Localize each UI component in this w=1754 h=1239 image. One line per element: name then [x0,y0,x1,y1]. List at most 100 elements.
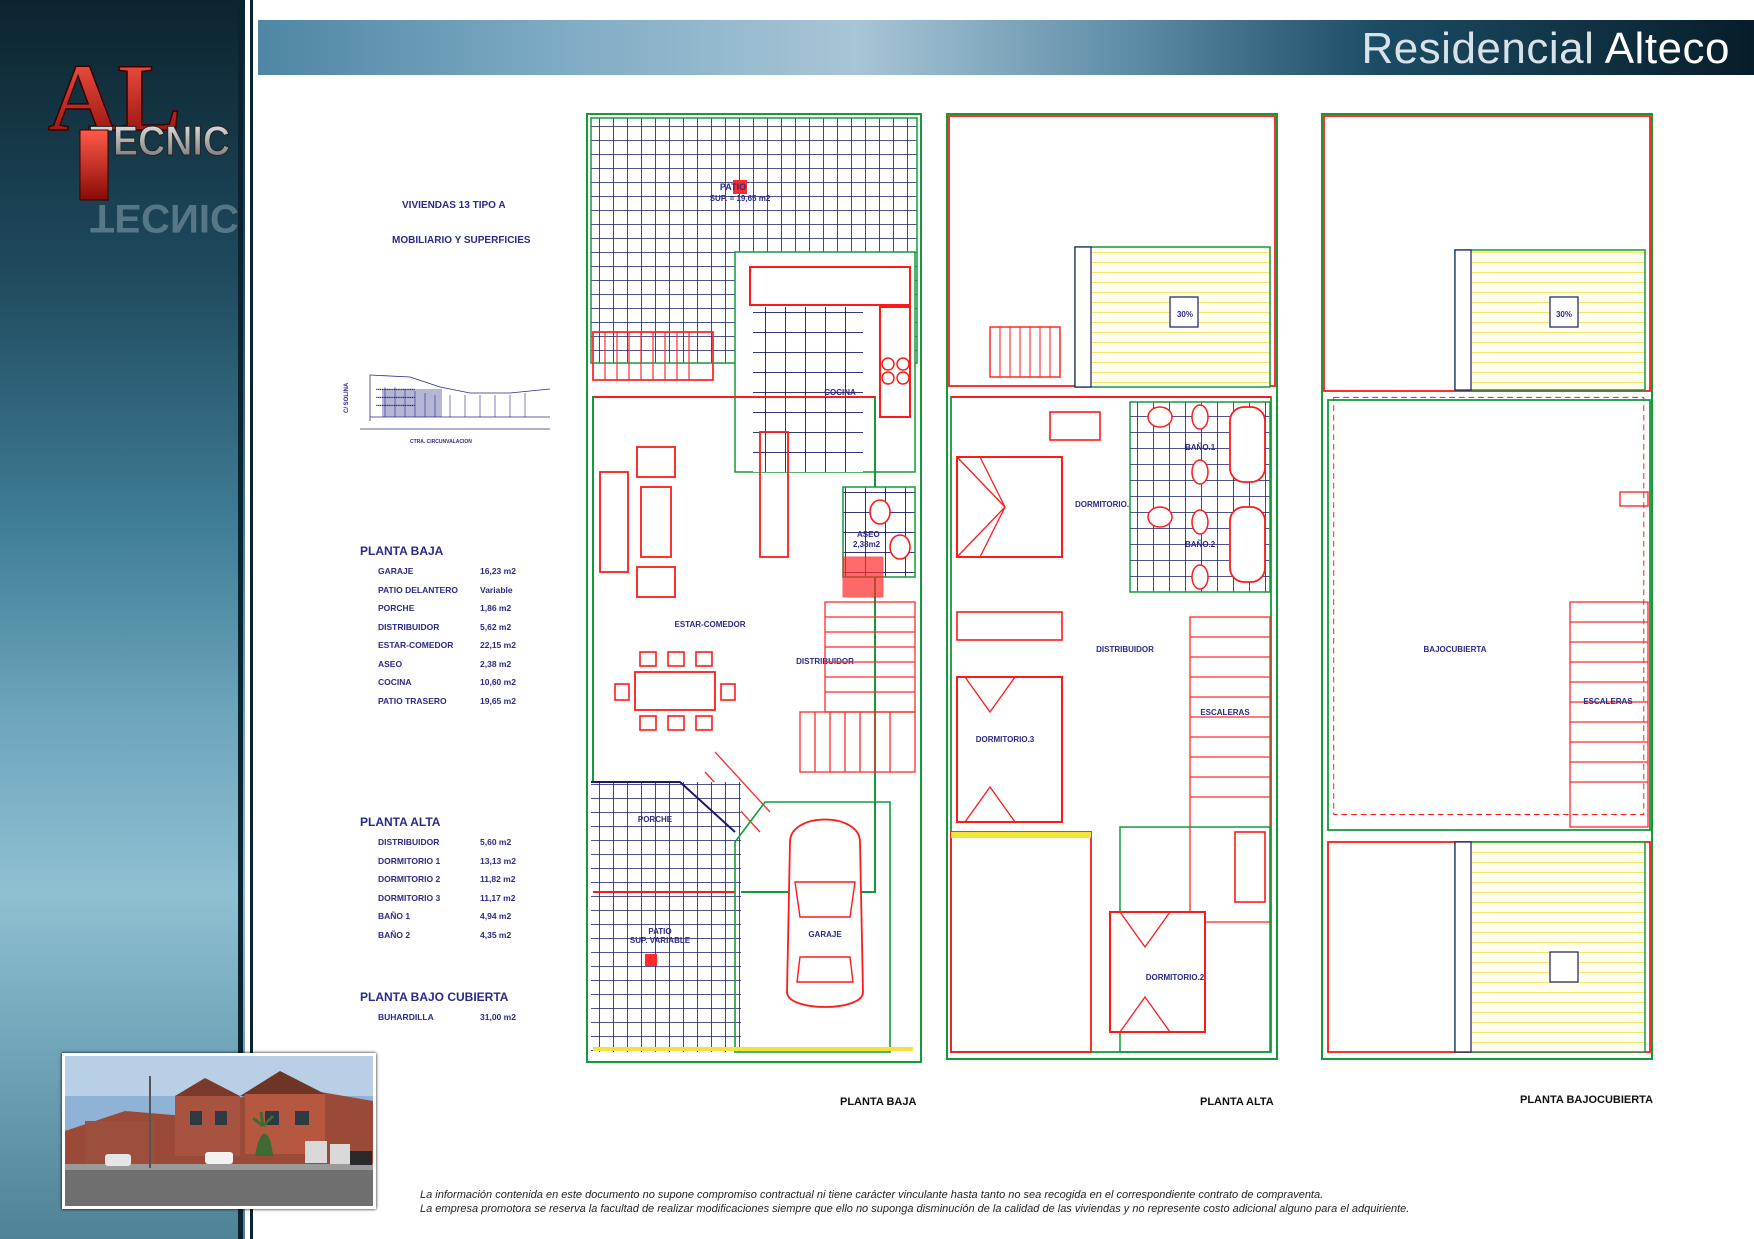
surface-value: 2,38 m2 [480,658,512,669]
label-bano1: BAÑO.1 [1185,443,1216,452]
label-slope-alta: 30% [1177,310,1193,319]
surface-value: 31,00 m2 [480,1012,516,1022]
surface-name: COCINA [378,677,412,687]
surface-table-planta-bajo-cubierta: BUHARDILLA 31,00 m2 [378,1012,528,1031]
surface-name: BAÑO 1 [378,911,411,921]
surface-name: DISTRIBUIDOR [378,621,440,632]
label-dormitorio2: DORMITORIO.2 [1146,973,1205,982]
surface-name: BUHARDILLA [378,1012,434,1022]
altecnic-logo: AL TECNIC TECNIC [47,43,239,240]
title-light: Residencial [1361,24,1595,73]
title-bold: Alteco [1604,24,1730,73]
surface-name: PATIO DELANTERO [378,584,458,595]
surface-value: 5,60 m2 [480,837,512,847]
surface-name: ASEO [378,658,403,669]
surface-row: DORMITORIO 1 13,13 m2 [378,856,528,875]
site-plan-sketch: ▪▪▪▪▪▪▪▪▪▪▪▪▪▪▪▪▪▪▪▪▪▪ ▪▪▪▪▪▪▪▪▪▪▪▪▪▪▪▪▪… [344,374,550,445]
surface-value: 22,15 m2 [480,640,516,650]
street-left-label: C/ SOLINA [344,382,350,413]
surface-value: 19,65 m2 [480,695,516,706]
svg-text:▪▪▪▪▪▪▪▪▪▪▪▪▪▪▪▪▪▪▪▪▪▪: ▪▪▪▪▪▪▪▪▪▪▪▪▪▪▪▪▪▪▪▪▪▪ [376,403,415,409]
section-title-planta-alta: PLANTA ALTA [360,815,441,829]
disclaimer-line-1: La información contenida en este documen… [420,1189,1324,1201]
label-bano2: BAÑO.2 [1185,540,1216,549]
surface-value: 4,35 m2 [480,929,512,940]
surface-value: 11,82 m2 [480,874,516,884]
svg-text:▪▪▪▪▪▪▪▪▪▪▪▪▪▪▪▪▪▪▪▪▪▪: ▪▪▪▪▪▪▪▪▪▪▪▪▪▪▪▪▪▪▪▪▪▪ [376,395,415,401]
street-bottom-label: CTRA. CIRCUNVALACION [410,439,472,445]
label-patio-bottom-sup: SUP. VARIABLE [630,936,691,945]
surface-row: DISTRIBUIDOR 5,60 m2 [378,837,528,856]
floor-plan-planta-bajocubierta: 30% BAJOCUBIERTA ESCALERAS [1321,113,1653,1060]
surface-row: GARAJE 16,23 m2 [378,566,528,585]
surface-value: 4,94 m2 [480,911,512,921]
label-porche: PORCHE [638,815,673,824]
surface-name: DORMITORIO 2 [378,874,441,884]
surface-row: BAÑO 1 4,94 m2 [378,911,528,930]
label-bajocubierta: BAJOCUBIERTA [1424,645,1487,654]
sidebar-background [0,0,245,1239]
disclaimer-line-2: La empresa promotora se reserva la facul… [420,1203,1410,1215]
label-patio-top-sup: SUP. = 19,65 m2 [710,194,771,203]
surface-name: DORMITORIO 3 [378,892,441,903]
label-patio-bottom: PATIO [648,927,671,936]
surface-value: 11,17 m2 [480,892,516,903]
surface-row: BUHARDILLA 31,00 m2 [378,1012,528,1031]
caption-planta-baja: PLANTA BAJA [840,1096,917,1108]
surface-name: DISTRIBUIDOR [378,837,440,847]
page-header: Residencial Alteco [258,20,1754,75]
surface-row: PATIO DELANTERO Variable [378,585,528,604]
label-aseo: ASEO [857,530,880,539]
section-title-planta-bajo-cubierta: PLANTA BAJO CUBIERTA [360,990,509,1004]
info-title: VIVIENDAS 13 TIPO A [402,200,506,211]
caption-planta-alta: PLANTA ALTA [1200,1096,1274,1108]
label-estar: ESTAR-COMEDOR [675,620,746,629]
surface-row: DORMITORIO 3 11,17 m2 [378,893,528,912]
label-dormitorio3: DORMITORIO.3 [976,735,1035,744]
surface-value: 10,60 m2 [480,677,516,687]
surface-row: ASEO 2,38 m2 [378,659,528,678]
building-photo [62,1053,376,1209]
floor-plan-planta-alta: 30% DORMITORIO.1 BAÑO.1 BAÑO.2 DISTRIBUI… [946,113,1278,1060]
info-subtitle: MOBILIARIO Y SUPERFICIES [392,235,531,246]
surface-name: ESTAR-COMEDOR [378,640,454,650]
svg-text:▪▪▪▪▪▪▪▪▪▪▪▪▪▪▪▪▪▪▪▪▪▪: ▪▪▪▪▪▪▪▪▪▪▪▪▪▪▪▪▪▪▪▪▪▪ [376,387,415,393]
caption-planta-bajocubierta: PLANTA BAJOCUBIERTA [1520,1094,1654,1106]
svg-text:AL: AL [48,44,181,151]
label-distribuidor-alta: DISTRIBUIDOR [1096,645,1154,654]
label-patio-top: PATIO [720,182,746,192]
sidebar-stripe [250,0,253,1239]
section-title-planta-baja: PLANTA BAJA [360,544,444,558]
surface-row: PATIO TRASERO 19,65 m2 [378,696,528,715]
surface-row: DISTRIBUIDOR 5,62 m2 [378,622,528,641]
surface-row: DORMITORIO 2 11,82 m2 [378,874,528,893]
surface-name: PATIO TRASERO [378,695,447,706]
surface-row: ESTAR-COMEDOR 22,15 m2 [378,640,528,659]
page-title: Residencial Alteco [1361,24,1730,74]
surface-value: 16,23 m2 [480,566,516,576]
surface-value: Variable [480,584,513,595]
surface-value: 5,62 m2 [480,621,512,632]
surface-name: BAÑO 2 [378,929,411,940]
label-cocina: COCINA [824,388,856,397]
surface-name: PORCHE [378,603,415,613]
label-dormitorio1: DORMITORIO.1 [1075,500,1134,509]
surface-row: BAÑO 2 4,35 m2 [378,930,528,949]
svg-text:TECNIC: TECNIC [90,196,239,240]
surface-row: PORCHE 1,86 m2 [378,603,528,622]
disclaimer: La información contenida en este documen… [420,1188,1409,1216]
label-escaleras-bajocubierta: ESCALERAS [1583,697,1633,706]
sidebar-stripe [238,0,243,1239]
label-garaje: GARAJE [808,930,842,939]
surface-name: DORMITORIO 1 [378,855,441,866]
svg-text:TECNIC: TECNIC [90,117,230,164]
label-aseo-area: 2,38m2 [853,540,881,549]
surface-value: 13,13 m2 [480,855,516,866]
surface-value: 1,86 m2 [480,603,512,613]
label-escaleras-alta: ESCALERAS [1200,708,1250,717]
surface-name: GARAJE [378,566,414,576]
label-slope-bajocubierta: 30% [1556,310,1572,319]
surface-row: COCINA 10,60 m2 [378,677,528,696]
